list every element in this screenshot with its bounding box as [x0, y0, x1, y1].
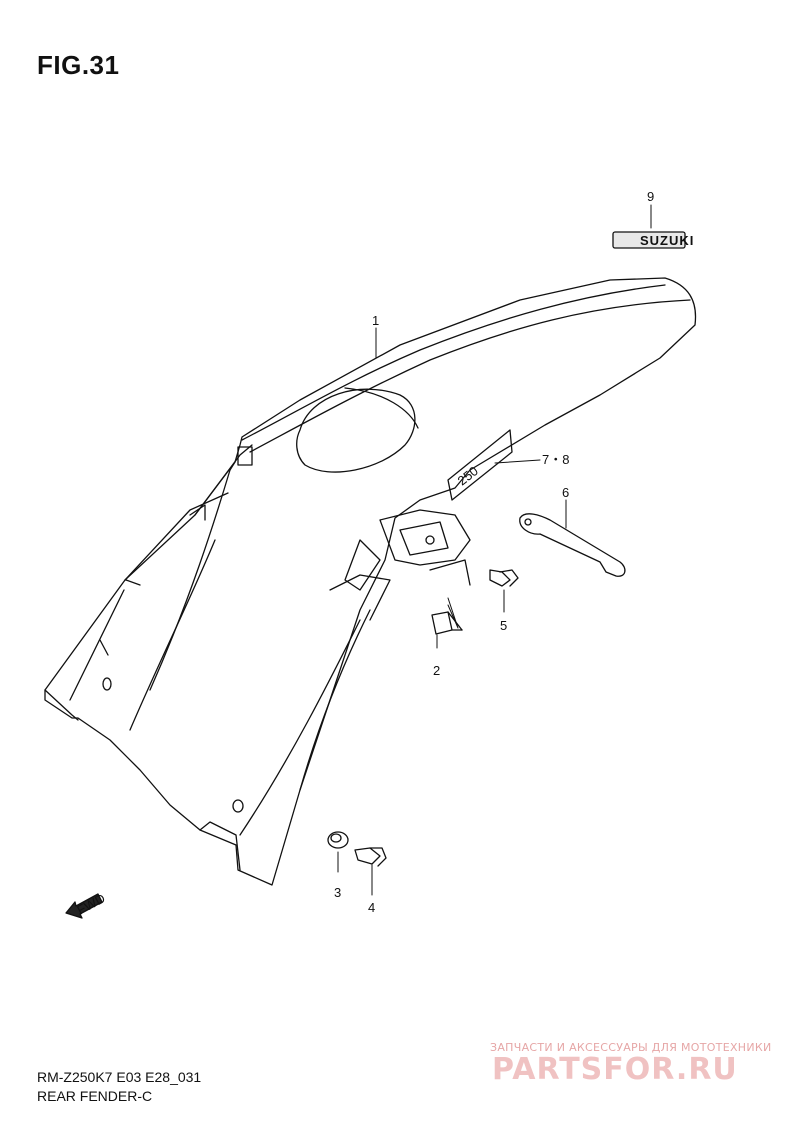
bolt-part-4	[354, 847, 387, 867]
watermark-site: PARTSFOR.RU	[492, 1052, 738, 1087]
figure-title: FIG.31	[37, 50, 120, 80]
nut-clip-part	[431, 611, 463, 635]
callout-2: 2	[433, 663, 440, 678]
leader-lines	[337, 204, 652, 896]
callout-9: 9	[647, 189, 654, 204]
rear-fender-part	[44, 277, 697, 886]
callout-6: 6	[562, 485, 569, 500]
fwd-text: FWD	[74, 891, 107, 918]
callout-4: 4	[368, 900, 375, 915]
callout-5: 5	[500, 618, 507, 633]
model-code: RM-Z250K7 E03 E28_031	[37, 1069, 202, 1085]
forward-arrow-icon	[65, 893, 103, 919]
watermark-tagline: ЗАПЧАСТИ И АКСЕССУАРЫ ДЛЯ МОТОТЕХНИКИ	[490, 1041, 772, 1054]
collar-part	[327, 831, 349, 849]
emblem-text: SUZUKI	[640, 233, 694, 248]
bolt-part-5	[489, 569, 519, 587]
strap-part	[519, 513, 626, 577]
callout-7-8: 7・8	[542, 452, 569, 467]
callout-3: 3	[334, 885, 341, 900]
callout-1: 1	[372, 313, 379, 328]
fender-decal	[447, 429, 513, 501]
suzuki-emblem	[612, 231, 686, 249]
section-name: REAR FENDER-C	[37, 1088, 153, 1104]
